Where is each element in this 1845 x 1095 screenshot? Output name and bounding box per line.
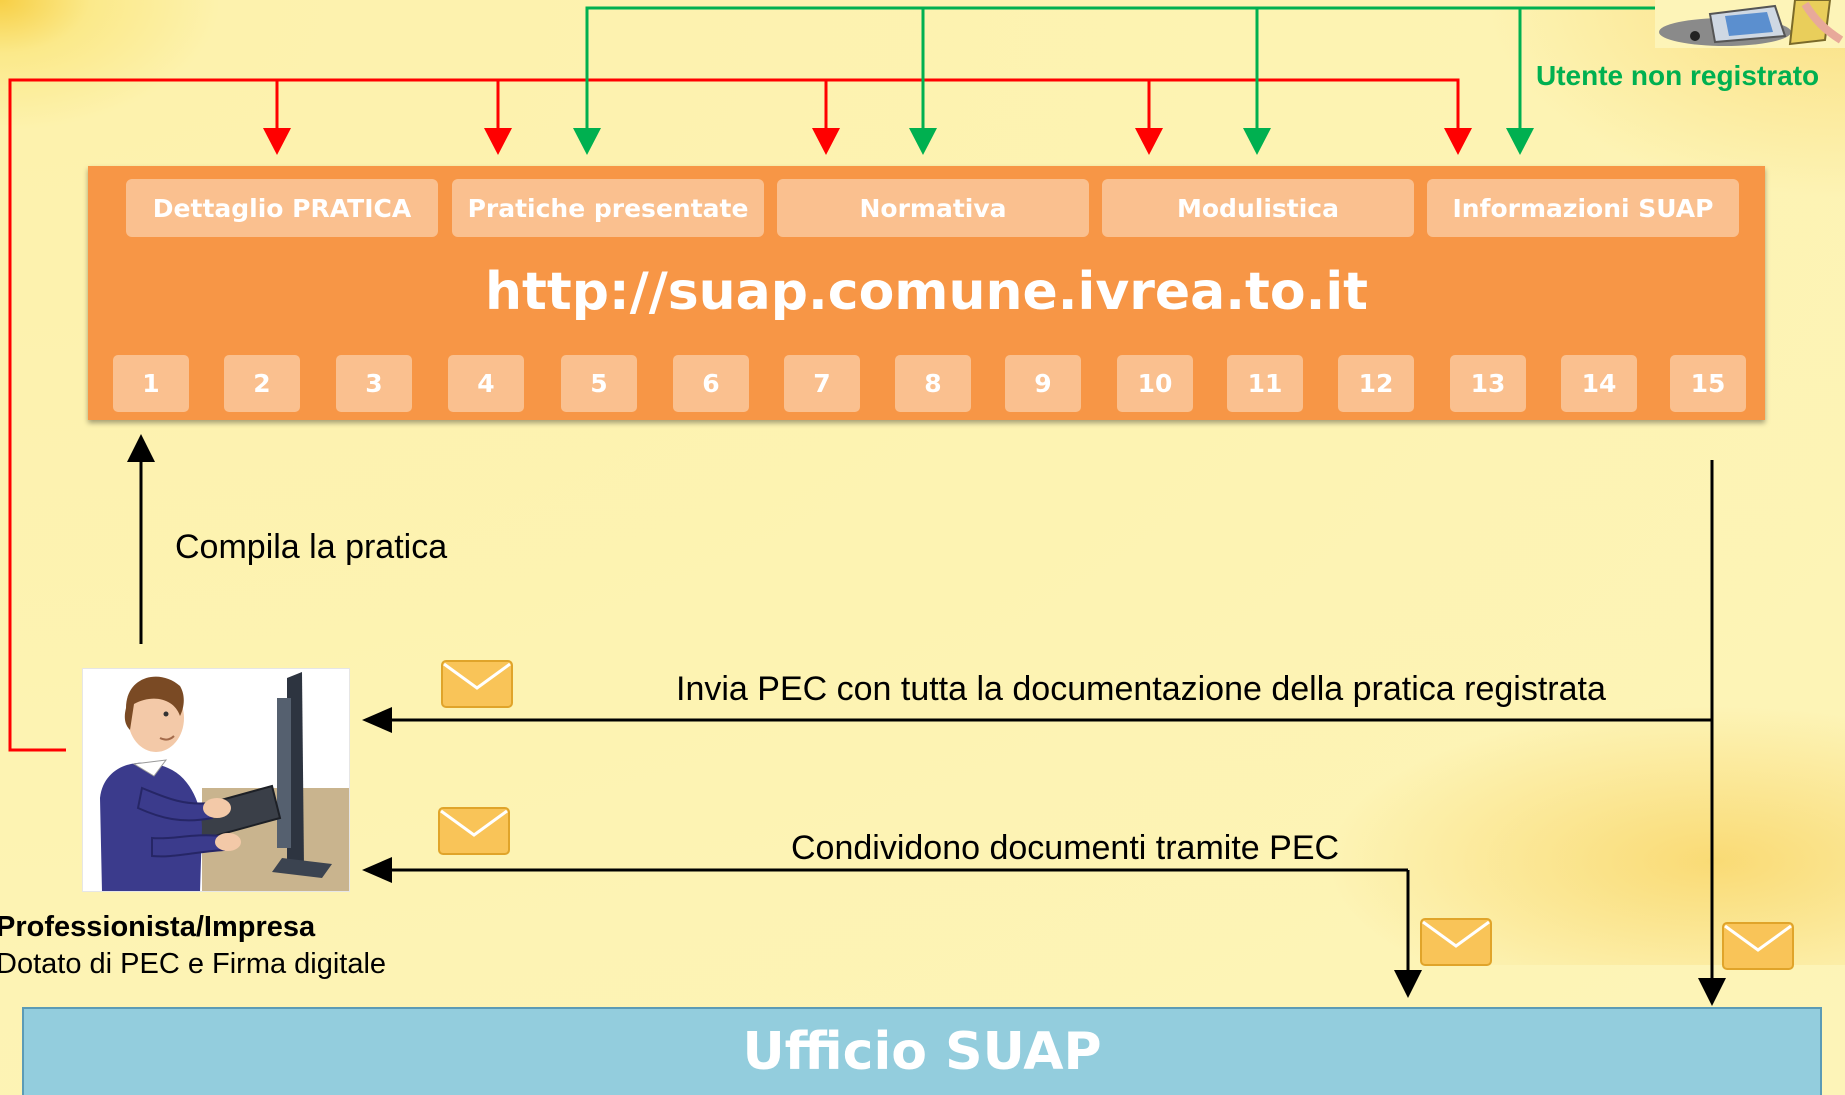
step-button[interactable]: 1: [113, 355, 189, 412]
share-docs-label: Condividono documenti tramite PEC: [791, 829, 1340, 867]
step-button[interactable]: 8: [895, 355, 971, 412]
step-button[interactable]: 11: [1227, 355, 1303, 412]
step-button[interactable]: 10: [1117, 355, 1193, 412]
step-button[interactable]: 6: [673, 355, 749, 412]
step-button[interactable]: 13: [1450, 355, 1526, 412]
envelope-icon: [441, 660, 513, 708]
step-button[interactable]: 7: [784, 355, 860, 412]
portal-url[interactable]: http://suap.comune.ivrea.to.it: [484, 262, 1369, 322]
tab-modulistica[interactable]: Modulistica: [1102, 179, 1414, 237]
step-button[interactable]: 4: [448, 355, 524, 412]
tab-dettaglio-pratica[interactable]: Dettaglio PRATICA: [126, 179, 438, 237]
compile-arrow: [127, 434, 155, 644]
ufficio-suap-box: Ufficio SUAP: [22, 1007, 1822, 1095]
tab-normativa[interactable]: Normativa: [777, 179, 1089, 237]
step-button[interactable]: 12: [1338, 355, 1414, 412]
user-at-laptop-icon: [1655, 0, 1845, 48]
compile-label: Compila la pratica: [175, 528, 448, 566]
unregistered-user-label: Utente non registrato: [1536, 60, 1820, 91]
step-button[interactable]: 15: [1670, 355, 1746, 412]
step-button[interactable]: 2: [224, 355, 300, 412]
step-button[interactable]: 3: [336, 355, 412, 412]
envelope-icon: [1420, 918, 1492, 966]
person-title: Professionista/Impresa: [0, 911, 316, 943]
step-button[interactable]: 9: [1005, 355, 1081, 412]
tab-pratiche-presentate[interactable]: Pratiche presentate: [452, 179, 764, 237]
envelope-icon: [438, 807, 510, 855]
person-subtitle: Dotato di PEC e Firma digitale: [0, 948, 387, 980]
person-at-computer-icon: [82, 668, 350, 892]
step-button[interactable]: 14: [1561, 355, 1637, 412]
send-pec-label: Invia PEC con tutta la documentazione de…: [676, 670, 1606, 708]
unregistered-user-arrowheads: [573, 128, 1534, 155]
share-docs-arrow: [362, 857, 1422, 998]
step-button[interactable]: 5: [561, 355, 637, 412]
unregistered-user-flow: [585, 6, 1660, 130]
envelope-icon: [1722, 922, 1794, 970]
suap-portal: Dettaglio PRATICA Pratiche presentate No…: [88, 166, 1765, 420]
tab-informazioni-suap[interactable]: Informazioni SUAP: [1427, 179, 1739, 237]
portal-to-office-arrow: [1698, 720, 1726, 1006]
registered-user-flow: [8, 78, 1460, 752]
registered-user-arrowheads: [263, 128, 1472, 155]
